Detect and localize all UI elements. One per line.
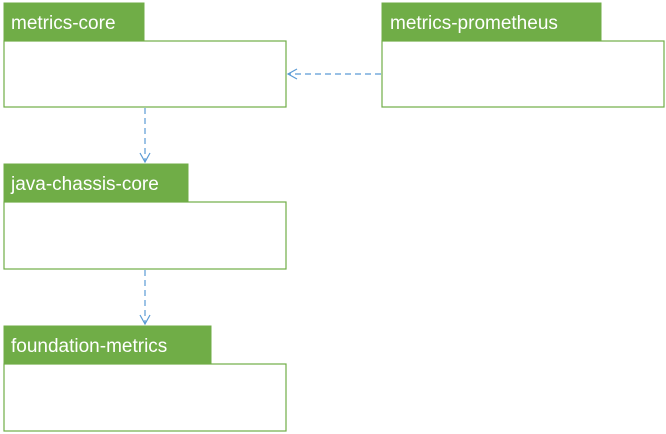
arrowhead-icon xyxy=(286,68,298,80)
package-body xyxy=(3,201,287,270)
dependency-core-to-java-chassis xyxy=(139,108,151,164)
package-tab xyxy=(381,2,602,42)
dependency-java-chassis-to-foundation xyxy=(139,270,151,326)
arrowhead-icon xyxy=(139,152,151,164)
package-name: metrics-core xyxy=(11,13,116,34)
package-name: java-chassis-core xyxy=(10,174,159,195)
package-body xyxy=(3,363,287,432)
package-tab xyxy=(3,2,145,42)
package-name: metrics-prometheus xyxy=(390,13,558,34)
dependency-prometheus-to-core xyxy=(286,68,381,80)
package-tab xyxy=(3,325,212,365)
package-body xyxy=(3,40,287,108)
package-body xyxy=(381,40,665,108)
arrowhead-icon xyxy=(139,314,151,326)
package-metrics-prometheus[interactable]: metrics-prometheus xyxy=(381,2,665,108)
package-name: foundation-metrics xyxy=(11,336,167,357)
package-tab xyxy=(3,163,189,203)
package-foundation-metrics[interactable]: foundation-metrics xyxy=(3,325,287,432)
package-java-chassis-core[interactable]: java-chassis-core xyxy=(3,163,287,270)
package-metrics-core[interactable]: metrics-core xyxy=(3,2,287,108)
